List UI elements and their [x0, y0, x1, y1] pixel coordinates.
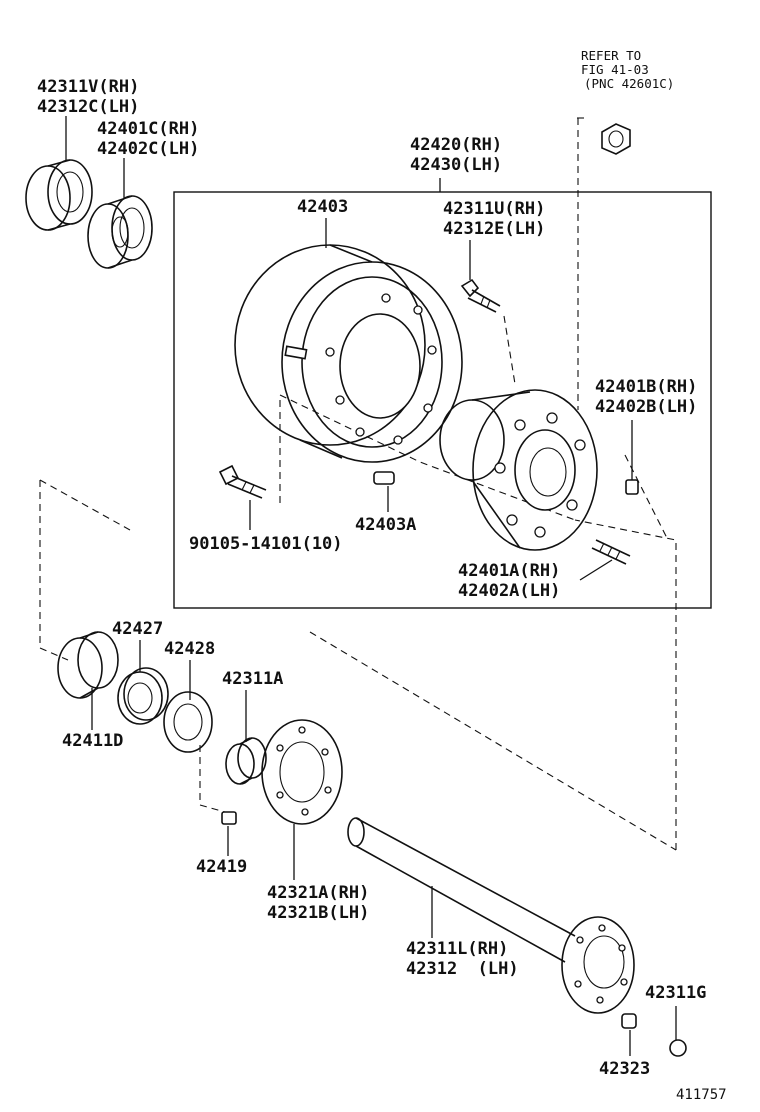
washer-42428 — [163, 691, 213, 753]
refer-line-3: (PNC 42601C) — [584, 76, 674, 91]
label-42323: 42323 — [599, 1059, 650, 1079]
brake-drum-42403 — [234, 244, 463, 463]
label-42321B: 42321B(LH) — [267, 903, 369, 923]
label-42312: 42312 (LH) — [406, 959, 519, 979]
label-42312E: 42312E(LH) — [443, 219, 545, 239]
collar-42323 — [621, 1013, 637, 1029]
bolt-90105 — [218, 464, 267, 499]
guide-lines — [39, 117, 677, 851]
label-42311G: 42311G — [645, 983, 706, 1003]
label-42428: 42428 — [164, 639, 215, 659]
screw-42419 — [221, 811, 237, 825]
label-42311L: 42311L(RH) — [406, 939, 508, 959]
label-42402B: 42402B(LH) — [595, 397, 697, 417]
nut-42311G — [669, 1039, 687, 1057]
gasket-42321 — [261, 719, 343, 825]
label-42401A: 42401A(RH) — [458, 561, 560, 581]
hub-assembly-box — [173, 191, 712, 609]
label-42312C: 42312C(LH) — [37, 97, 139, 117]
label-42419: 42419 — [196, 857, 247, 877]
leader-lines — [65, 116, 677, 1056]
bearing-42311A — [225, 737, 267, 785]
label-42430: 42430(LH) — [410, 155, 502, 175]
plug-42403A — [373, 471, 395, 485]
bolt-42311U — [460, 278, 501, 313]
refer-line-1: REFER TO — [581, 48, 641, 63]
label-90105: 90105-14101(10) — [189, 534, 343, 554]
seal-42411D — [57, 631, 119, 699]
axle-shaft-42311L — [347, 817, 635, 1014]
wheel-hub — [439, 389, 598, 551]
stud-42401A — [591, 539, 631, 565]
label-42403A: 42403A — [355, 515, 416, 535]
label-42402C: 42402C(LH) — [97, 139, 199, 159]
label-42321A: 42321A(RH) — [267, 883, 369, 903]
figure-id: 411757 — [676, 1087, 727, 1103]
stud-42401B — [625, 479, 639, 495]
label-42411D: 42411D — [62, 731, 123, 751]
label-42420: 42420(RH) — [410, 135, 502, 155]
hub-nut — [601, 123, 631, 155]
label-42311U: 42311U(RH) — [443, 199, 545, 219]
label-42427: 42427 — [112, 619, 163, 639]
bearing-42401C — [87, 195, 153, 269]
oil-seal-42311V — [25, 159, 93, 231]
label-42401B: 42401B(RH) — [595, 377, 697, 397]
label-42403: 42403 — [297, 197, 348, 217]
label-42401C: 42401C(RH) — [97, 119, 199, 139]
nut-42427 — [117, 667, 169, 725]
refer-line-2: FIG 41-03 — [581, 62, 649, 77]
label-42311A: 42311A — [222, 669, 283, 689]
label-42402A: 42402A(LH) — [458, 581, 560, 601]
label-42311V: 42311V(RH) — [37, 77, 139, 97]
